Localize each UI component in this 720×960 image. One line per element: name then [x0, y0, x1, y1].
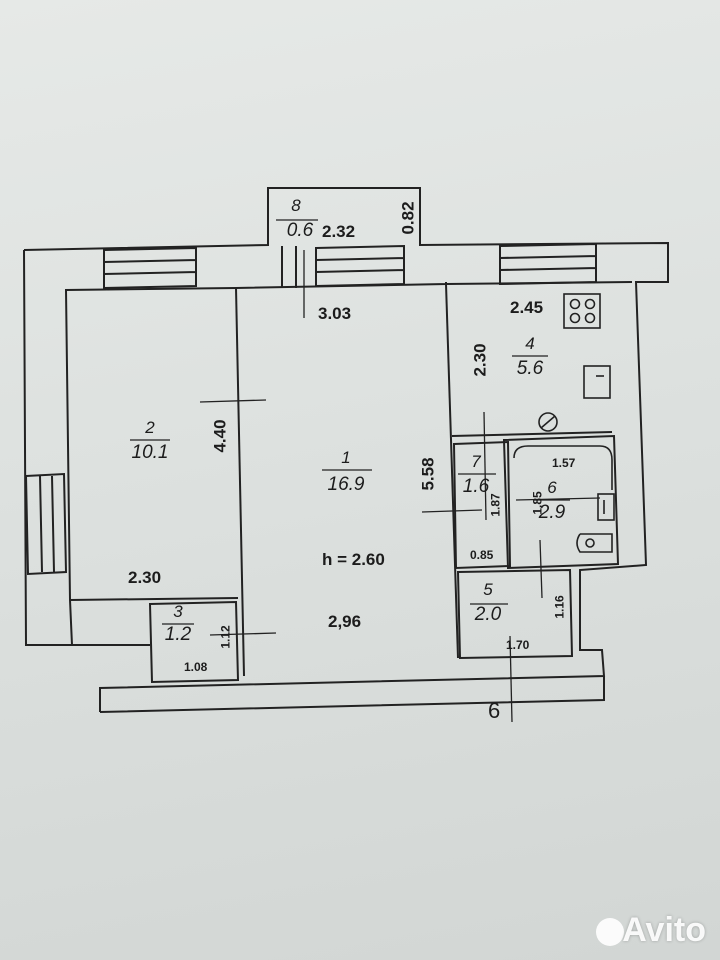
dim-line — [483, 411, 487, 521]
dim-room1-width-bottom: 2,96 — [328, 612, 362, 631]
dim-wc-width: 1.70 — [506, 638, 530, 652]
room2-bottom-wall — [69, 597, 239, 601]
kitchen-bottom-wall — [451, 431, 613, 437]
room-6-number: 6 — [547, 478, 557, 497]
room-6-area: 2.9 — [538, 502, 566, 523]
dim-room2-width: 2.30 — [128, 568, 162, 587]
closet3-wall — [148, 600, 240, 684]
sink-icon — [583, 365, 611, 399]
room-2-number: 2 — [145, 418, 155, 437]
room-3-number: 3 — [173, 602, 183, 621]
ceiling-height: h = 2.60 — [322, 550, 385, 569]
dim-balcony-width: 2.32 — [322, 222, 356, 241]
room-7-number: 7 — [471, 452, 481, 471]
inner-wall-line — [235, 287, 245, 677]
dim-closet7-length: 1.87 — [488, 493, 503, 517]
drain-icon — [538, 412, 558, 432]
dim-closet3-width: 1.08 — [184, 660, 208, 674]
room-1-area: 16.9 — [327, 474, 365, 495]
dim-bath-length: 1.85 — [530, 491, 545, 515]
dim-room2-length: 4.40 — [210, 419, 230, 453]
window — [24, 472, 68, 576]
outer-wall-bottom — [99, 676, 605, 713]
dim-wc-length: 1.16 — [552, 595, 567, 619]
toilet-icon — [576, 493, 615, 553]
dim-closet7-width: 0.85 — [470, 548, 494, 562]
watermark: Avito — [622, 911, 706, 949]
dim-kitchen-length: 2.30 — [470, 343, 490, 377]
dim-line — [509, 635, 513, 723]
inner-wall-line — [445, 283, 459, 659]
dim-line — [421, 509, 483, 513]
room-8-number: 8 — [291, 196, 301, 215]
room-3-area: 1.2 — [164, 624, 192, 645]
room-4-number: 4 — [525, 334, 535, 353]
dim-room1-length: 5.58 — [418, 457, 438, 491]
dim-line — [539, 539, 543, 599]
room-7-area: 1.6 — [462, 476, 490, 497]
outer-wall — [23, 187, 669, 712]
bath-box — [502, 434, 620, 570]
room-8-area: 0.6 — [286, 220, 314, 241]
dim-kitchen-width: 2.45 — [510, 298, 544, 317]
wc-box — [456, 568, 574, 660]
section-mark: 6 — [488, 698, 501, 723]
dim-balcony-depth: 0.82 — [398, 201, 418, 235]
room-4-area: 5.6 — [516, 358, 544, 379]
window — [103, 246, 197, 290]
bathtub-icon — [513, 445, 613, 490]
dim-line — [515, 497, 601, 501]
avito-logo-icon — [596, 918, 624, 946]
window — [499, 242, 597, 286]
stove-icon — [563, 293, 601, 329]
balcony-door — [281, 246, 297, 288]
dim-bath-width: 1.57 — [552, 456, 576, 470]
dim-line — [199, 399, 267, 403]
room-5-area: 2.0 — [474, 604, 502, 625]
room-2-area: 10.1 — [131, 442, 169, 463]
closet7-box — [452, 440, 512, 570]
dim-line — [209, 632, 277, 636]
dim-closet3-length: 1.12 — [218, 625, 233, 649]
dim-room1-width-top: 3.03 — [318, 304, 352, 323]
outer-wall-left — [23, 249, 447, 646]
room-1-number: 1 — [341, 448, 351, 467]
room-5-number: 5 — [483, 580, 493, 599]
window — [315, 244, 405, 288]
